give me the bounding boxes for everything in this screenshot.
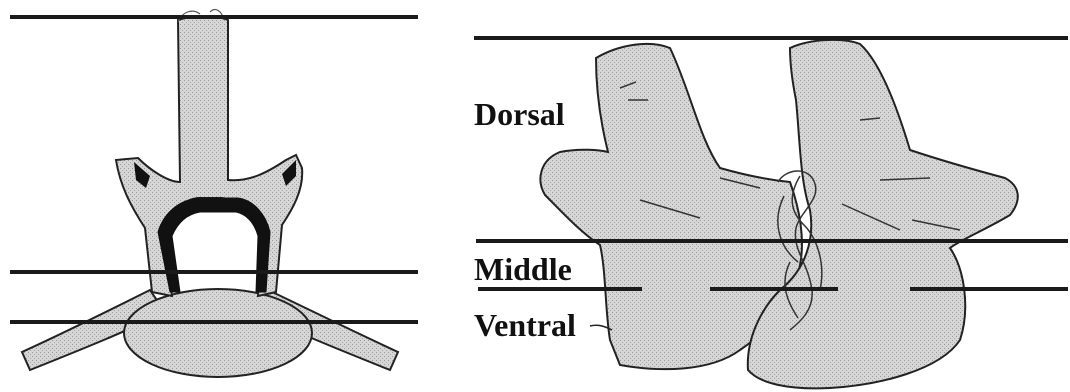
lateral-column-view: Dorsal Middle Ventral — [474, 38, 1068, 388]
axial-vertebra-view — [10, 10, 418, 377]
spinal-canal-boundary — [158, 198, 270, 292]
dorsal-label: Dorsal — [474, 96, 565, 132]
middle-label: Middle — [474, 251, 572, 287]
ventral-label: Ventral — [474, 307, 576, 343]
vertebral-body — [124, 289, 312, 377]
neural-arch — [116, 16, 302, 296]
